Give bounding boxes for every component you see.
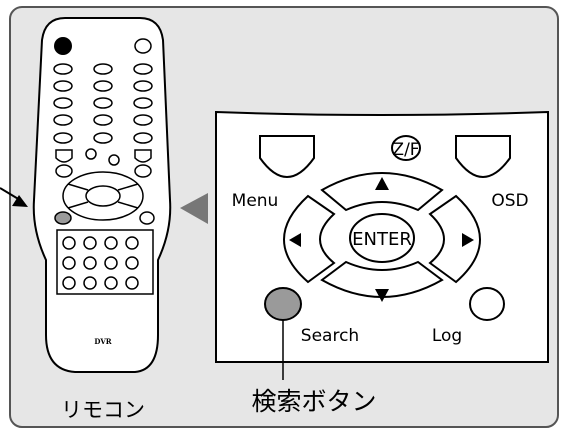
- search-button[interactable]: [264, 287, 302, 321]
- remote-dpad[interactable]: [62, 171, 144, 221]
- remote-number-keys[interactable]: [53, 63, 153, 144]
- search-label: Search: [301, 326, 359, 346]
- menu-label: Menu: [232, 191, 279, 211]
- zf-label: Z/F: [392, 140, 419, 160]
- osd-button[interactable]: [455, 135, 511, 178]
- remote-caption: リモコン: [61, 398, 145, 422]
- menu-button[interactable]: [259, 135, 315, 178]
- pointer-arrow-icon: [180, 193, 208, 224]
- left-arrow-icon: [289, 233, 301, 247]
- dpad-left-button[interactable]: [283, 194, 336, 284]
- incoming-arrow-icon: [0, 187, 28, 207]
- remote-function-keys[interactable]: [55, 148, 152, 178]
- dpad-right-button[interactable]: [428, 194, 481, 284]
- remote-log-button[interactable]: [139, 211, 155, 225]
- dpad-down-button[interactable]: [320, 260, 444, 298]
- zf-button[interactable]: [391, 135, 421, 161]
- right-arrow-icon: [462, 233, 474, 247]
- osd-label: OSD: [491, 191, 528, 211]
- search-button-caption: 検索ボタン: [251, 387, 376, 416]
- log-label: Log: [432, 326, 462, 346]
- enter-label: ENTER: [352, 229, 412, 250]
- enter-button[interactable]: [349, 213, 415, 263]
- zoom-panel: Z/F Menu OSD ENTER Search Log: [215, 110, 549, 363]
- up-arrow-icon: [375, 177, 389, 190]
- dpad: ENTER: [283, 172, 481, 302]
- dpad-up-button[interactable]: [320, 172, 444, 212]
- top-right-button[interactable]: [134, 38, 152, 54]
- remote-brand-label: DVR: [94, 337, 111, 346]
- remote-control: DVR: [32, 17, 172, 373]
- log-button[interactable]: [469, 287, 505, 321]
- down-arrow-icon: [375, 289, 389, 302]
- remote-keypad-keys[interactable]: [62, 236, 139, 290]
- power-button[interactable]: [54, 37, 72, 55]
- remote-search-button[interactable]: [54, 211, 72, 225]
